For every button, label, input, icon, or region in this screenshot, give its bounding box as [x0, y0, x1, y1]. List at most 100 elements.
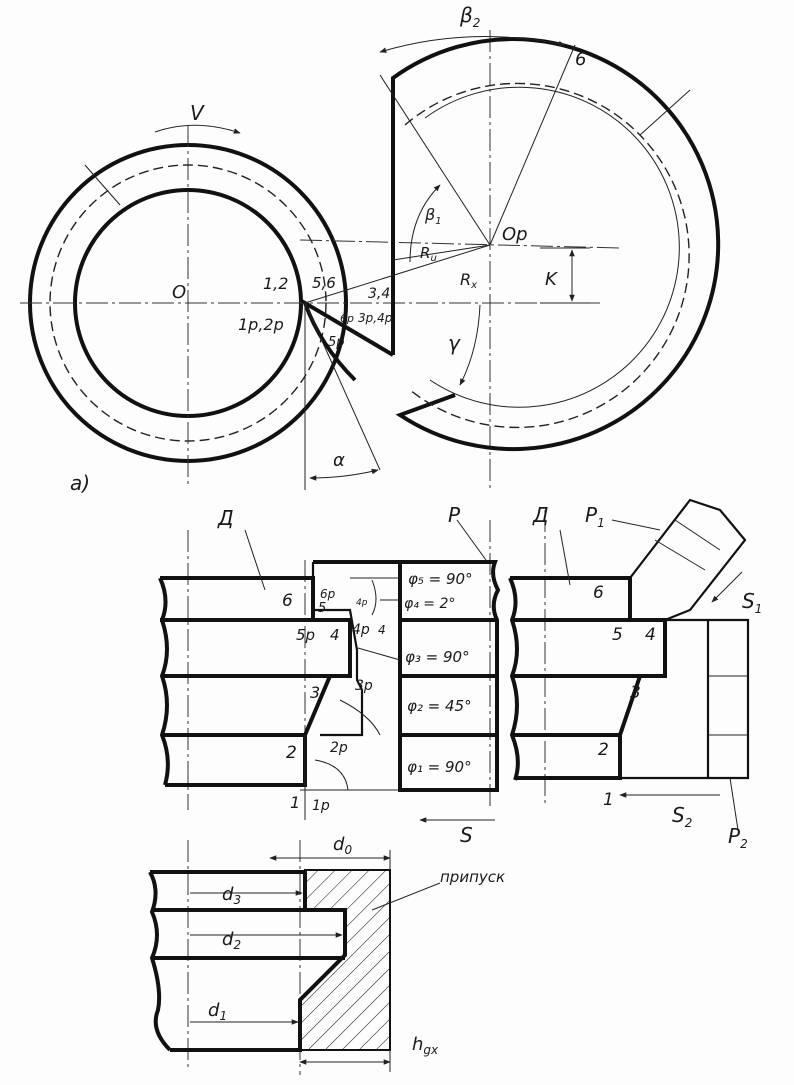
rx-line — [304, 244, 491, 304]
rx-label: Rx — [460, 270, 477, 291]
points-1p-2p-label: 1p,2p — [238, 315, 284, 334]
tool-center-op-label: Op — [502, 224, 528, 245]
phi5-label: φ₅ = 90° — [408, 570, 473, 588]
workpiece-center-label: O — [172, 282, 186, 303]
beta2-arrow — [379, 35, 566, 53]
feed-s-label: S — [460, 823, 473, 847]
fig-b-step-1: 1 — [290, 793, 300, 812]
fig-c-step-5-label: 5 — [612, 625, 623, 645]
gamma-label: γ — [448, 331, 461, 355]
fig-b-step-4p: 4p — [352, 622, 370, 638]
fig-b-tool-edge — [311, 562, 364, 737]
ru-label: Ru — [420, 244, 437, 264]
fig-b-step-6: 6 — [282, 591, 293, 611]
d1-label: d1 — [208, 1000, 227, 1023]
allowance-leader — [371, 882, 441, 911]
fig-b-step-5p: 5p — [296, 626, 315, 644]
ru-line — [392, 244, 491, 261]
leader-line — [84, 164, 121, 206]
d0-label: d0 — [333, 834, 352, 857]
points-5-6-label: 5,6 — [312, 274, 336, 292]
alpha-label: α — [333, 450, 345, 471]
tool-dashed-arc — [404, 82, 690, 429]
tool-p2-leader — [729, 777, 739, 831]
phi2-label: φ₂ = 45° — [407, 697, 472, 715]
radius-line-2 — [489, 44, 576, 246]
alpha-arrow — [309, 468, 379, 481]
fig-c-step-6-label: 6 — [593, 583, 604, 603]
fig-b-step-2p: 2p — [330, 740, 348, 756]
tool-point-6-label: 6 — [575, 49, 586, 70]
phi5-arc — [371, 579, 377, 616]
phi3-label: φ₃ = 90° — [405, 648, 470, 666]
feed-s1-arrow — [711, 571, 743, 603]
figure-a-workpiece-and-tool: а) V β2 6 β1 Op Ru Rx K O 1,2 5,6 3,4 1p… — [20, 3, 721, 495]
d-leader — [244, 529, 266, 591]
tool-p1-line-1 — [654, 539, 706, 571]
fig-c-d-label: Д — [532, 503, 549, 527]
fig-b-step-3: 3 — [310, 683, 320, 702]
points-3p-4p-label: 3p,4p — [358, 311, 393, 325]
tool-p2-label: P2 — [728, 824, 748, 851]
fig-b-step-4r: 4p — [356, 598, 368, 608]
fig-c-break-line — [508, 577, 520, 781]
alpha-line — [304, 302, 381, 471]
fig-c-step-4-label: 4 — [645, 625, 656, 645]
fig-c-step-2-label: 2 — [598, 740, 609, 760]
points-1-2-label: 1,2 — [263, 274, 288, 293]
allowance-label: припуск — [440, 868, 505, 886]
fig-c-step-3-label: 3 — [630, 683, 641, 703]
fig-c-step-1-label: 1 — [603, 790, 614, 810]
beta1-label: β1 — [424, 205, 442, 227]
fig-b-break-line — [158, 577, 170, 786]
tool-p2-body — [620, 618, 750, 780]
fig-b-d-label: Д — [217, 506, 234, 530]
fig-b-step-2: 2 — [286, 743, 297, 763]
beta2-label: β2 — [459, 3, 480, 30]
fig-a-caption: а) — [70, 471, 90, 495]
phi2-arc — [339, 699, 381, 736]
fig-b-step-6p: 6p — [320, 587, 336, 601]
fig-c-profile — [512, 618, 667, 780]
tool-horizontal-axis — [299, 239, 621, 249]
hgx-label: hgx — [412, 1034, 439, 1057]
figure-d-allowance: d0 припуск d3 d2 d1 hgx — [148, 834, 505, 1075]
rotation-arrow — [154, 124, 241, 134]
fig-b-step-4b: 4 — [378, 623, 386, 637]
phi4-label: φ₄ = 2° — [404, 596, 455, 612]
points-3-4-label: 3,4 — [368, 286, 390, 302]
fig-b-step-1p: 1p — [312, 798, 330, 814]
tool-p1-body — [629, 498, 747, 622]
figure-c-two-tools: Д P1 S1 6 5 4 3 2 1 S2 P2 — [508, 498, 762, 851]
tool-contour — [391, 37, 721, 452]
beta1-arc — [409, 184, 441, 263]
fig-d-profile — [150, 870, 347, 1052]
tool-p1-label: P1 — [585, 503, 605, 530]
feed-s1-label: S1 — [742, 589, 762, 616]
phi1-label: φ₁ = 90° — [407, 758, 472, 776]
radius-line-1 — [379, 74, 491, 246]
k-label: K — [545, 269, 558, 290]
tool-p-leader — [456, 519, 487, 561]
point-6p-label: 6p — [340, 312, 354, 325]
d2-label: d2 — [222, 929, 241, 952]
phi3-pointer — [357, 647, 401, 661]
fig-b-step-3p: 3p — [355, 678, 373, 694]
point-5p-label: 5p — [328, 335, 345, 350]
fig-b-step-4: 4 — [330, 626, 340, 644]
phi1-arc — [314, 759, 349, 791]
tool-inner-arc — [424, 86, 680, 408]
fig-d-break-line — [148, 871, 172, 1052]
gamma-arc — [459, 304, 481, 386]
fig-b-step-5: 5 — [318, 601, 326, 616]
tool-p1-line-2 — [674, 519, 721, 551]
feed-s2-label: S2 — [672, 803, 692, 830]
fig-c-d-leader — [559, 529, 571, 586]
tool-leader — [639, 89, 691, 136]
tool-p1-leader — [611, 519, 661, 531]
fig-b-tool-p-label: P — [448, 503, 461, 527]
figure-b-step-profile: Д P 6 6p 5 5p 4 4p 4p 4 3 3p 2 2p 1 1p φ… — [158, 503, 546, 847]
velocity-label: V — [190, 101, 205, 125]
